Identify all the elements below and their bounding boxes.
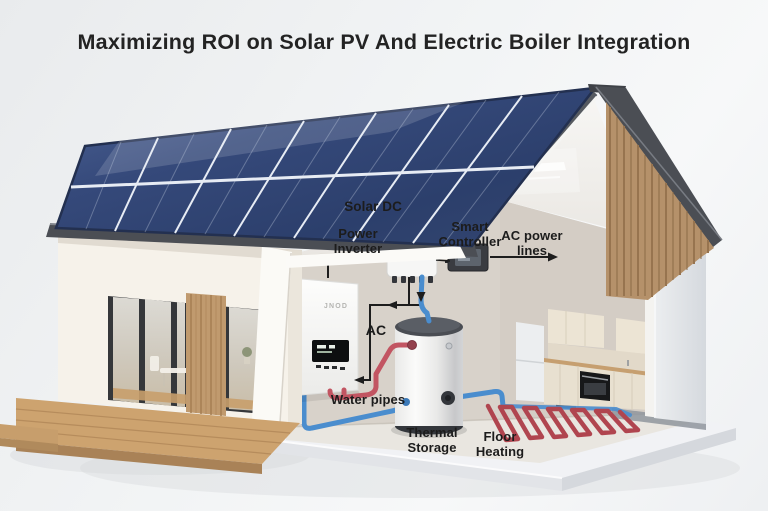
label-floor-heating: Floor Heating bbox=[475, 429, 525, 459]
left-facade bbox=[58, 232, 302, 424]
tank-hot-port bbox=[407, 340, 417, 350]
backsplash bbox=[548, 343, 646, 373]
hot-water-pipe bbox=[327, 342, 412, 401]
window-pane bbox=[177, 302, 185, 407]
upper-cabinet bbox=[616, 318, 646, 354]
wood-slat-column bbox=[186, 293, 226, 416]
floor-heating-coil bbox=[485, 403, 641, 443]
label-ac: AC bbox=[365, 322, 387, 338]
tank-cold-port bbox=[402, 398, 410, 406]
countertop bbox=[544, 358, 650, 377]
boiler-brand: JNOD bbox=[324, 303, 348, 310]
window-pane bbox=[145, 299, 171, 406]
label-power-inverter: Power Inverter bbox=[333, 226, 383, 256]
right-roof-band bbox=[594, 86, 722, 251]
deck-step bbox=[0, 438, 58, 452]
front-soffit bbox=[286, 246, 466, 268]
plant bbox=[242, 347, 252, 357]
thermal-storage-tank bbox=[391, 317, 467, 438]
label-thermal-storage: Thermal Storage bbox=[406, 425, 458, 455]
solar-panel-array bbox=[54, 86, 598, 248]
upper-cabinet bbox=[548, 309, 604, 348]
roof bbox=[46, 84, 723, 268]
deck-step bbox=[0, 424, 58, 444]
label-smart-controller: Smart Controller bbox=[438, 219, 502, 249]
window-pane bbox=[113, 297, 139, 403]
label-ac-power-lines: AC power lines bbox=[501, 228, 563, 258]
label-water-pipes: Water pipes bbox=[330, 392, 406, 407]
gable-wood-siding bbox=[606, 102, 714, 300]
wood-deck bbox=[0, 398, 300, 474]
page-title: Maximizing ROI on Solar PV And Electric … bbox=[77, 30, 691, 54]
flow-arrow-down bbox=[416, 292, 426, 302]
cutaway-wall-strip bbox=[252, 246, 292, 424]
right-exterior-wall bbox=[654, 244, 706, 424]
baseboard bbox=[612, 408, 706, 430]
label-solar-dc: Solar DC bbox=[344, 199, 402, 214]
kitchen bbox=[515, 309, 650, 410]
tank-sensor-port bbox=[445, 342, 453, 350]
